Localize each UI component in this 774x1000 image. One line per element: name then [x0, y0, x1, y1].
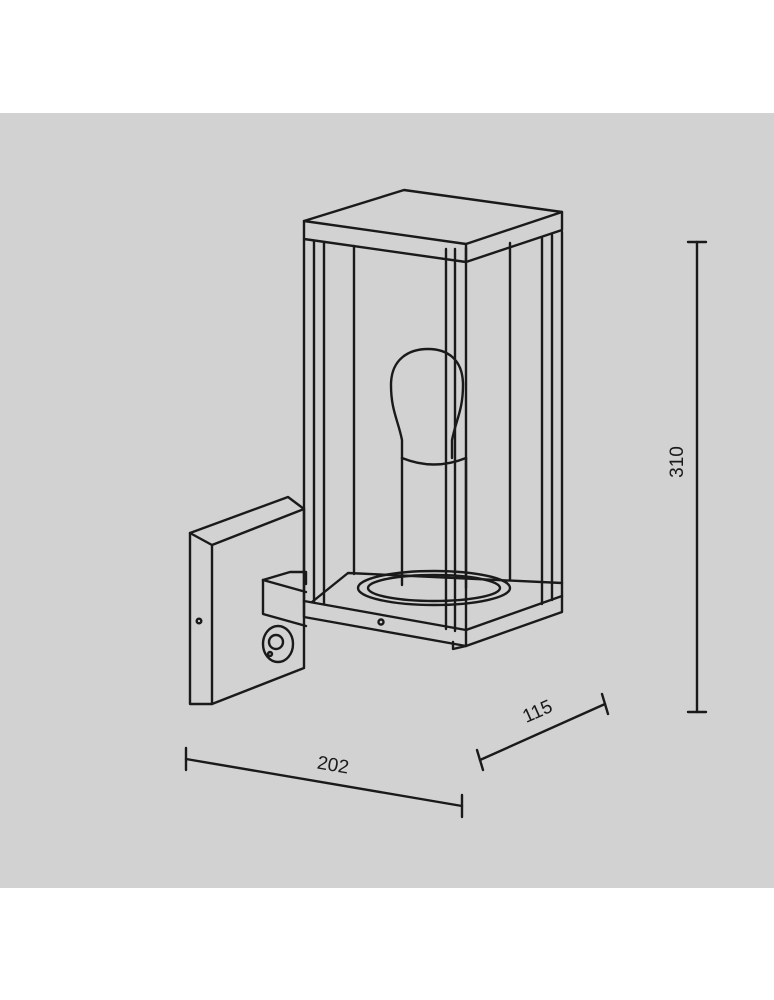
depth-dimension-line	[475, 692, 610, 772]
height-dimension-line	[686, 240, 708, 714]
technical-drawing: 202 115 310	[0, 113, 774, 888]
lantern-posts	[302, 230, 564, 633]
screw-hole-icon	[195, 617, 203, 625]
motion-sensor-icon	[261, 624, 295, 664]
lamp-holder-ring	[356, 569, 512, 607]
height-dimension-label: 310	[667, 446, 688, 478]
drawing-panel: 202 115 310	[0, 113, 774, 888]
light-bulb-icon	[389, 347, 465, 460]
panel-background	[0, 113, 774, 888]
lantern-top	[302, 188, 564, 264]
base-screw-icon	[377, 618, 385, 626]
width-dimension-line	[184, 746, 464, 819]
mounting-arm	[261, 570, 308, 628]
wall-plate	[188, 495, 306, 706]
